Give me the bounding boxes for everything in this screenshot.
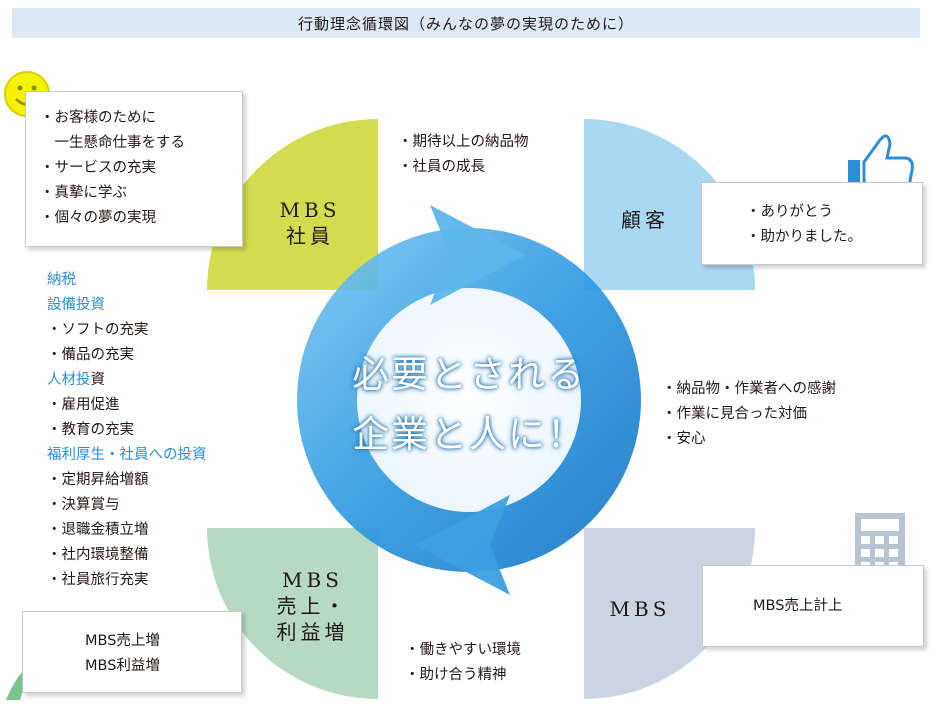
list-item: ・定期昇給増額 <box>47 472 149 488</box>
page-title: 行動理念循環図（みんなの夢の実現のために） <box>12 8 920 38</box>
list-item: ・備品の充実 <box>47 347 134 363</box>
list-item: ・退職金積立増 <box>47 522 149 538</box>
list-item: ・ソフトの充実 <box>47 322 149 338</box>
list-item: ・決算賞与 <box>47 497 120 513</box>
right-notes: ・納品物・作業者への感謝 ・作業に見合った対価 ・安心 <box>662 381 836 447</box>
list-item: ・社内環境整備 <box>47 547 149 563</box>
employees-label: MBS 社員 <box>279 198 341 248</box>
profit-callout: MBS売上増 MBS利益増 <box>22 611 242 693</box>
center-slogan: 必要とされる 企業と人に！ <box>352 353 586 456</box>
list-item: 納税 <box>47 272 76 288</box>
list-item: ・社員旅行充実 <box>47 572 149 588</box>
list-item: 設備投資 <box>47 297 105 313</box>
top-arrow-head <box>430 205 525 305</box>
bottom-arrow-head <box>415 495 510 595</box>
investment-list: 納税 設備投資 ・ソフトの充実 ・備品の充実 人材投資 ・雇用促進 ・教育の充実… <box>47 268 207 593</box>
top-arrow-notes: ・期待以上の納品物 ・社員の成長 <box>398 134 529 175</box>
customer-label: 顧客 <box>621 208 669 232</box>
list-item: ・教育の充実 <box>47 422 134 438</box>
mbs-callout: MBS売上計上 <box>702 565 924 647</box>
profit-quadrant <box>207 528 378 699</box>
employee-callout: ・お客様のために 一生懸命仕事をする ・サービスの充実 ・真摯に学ぶ ・個々の夢… <box>25 91 243 247</box>
mbs-label: MBS <box>609 597 671 621</box>
cycle-center <box>357 288 581 512</box>
customer-callout: ・ありがとう ・助かりました。 <box>701 182 923 265</box>
bottom-notes: ・働きやすい環境 ・助け合う精神 <box>405 642 521 683</box>
list-item: 福利厚生・社員への投資 <box>47 447 207 463</box>
list-item: 人材投資 <box>47 372 105 388</box>
profit-label: MBS 売上・ 利益増 <box>276 568 349 644</box>
employees-quadrant <box>207 119 378 290</box>
list-item: ・雇用促進 <box>47 397 120 413</box>
